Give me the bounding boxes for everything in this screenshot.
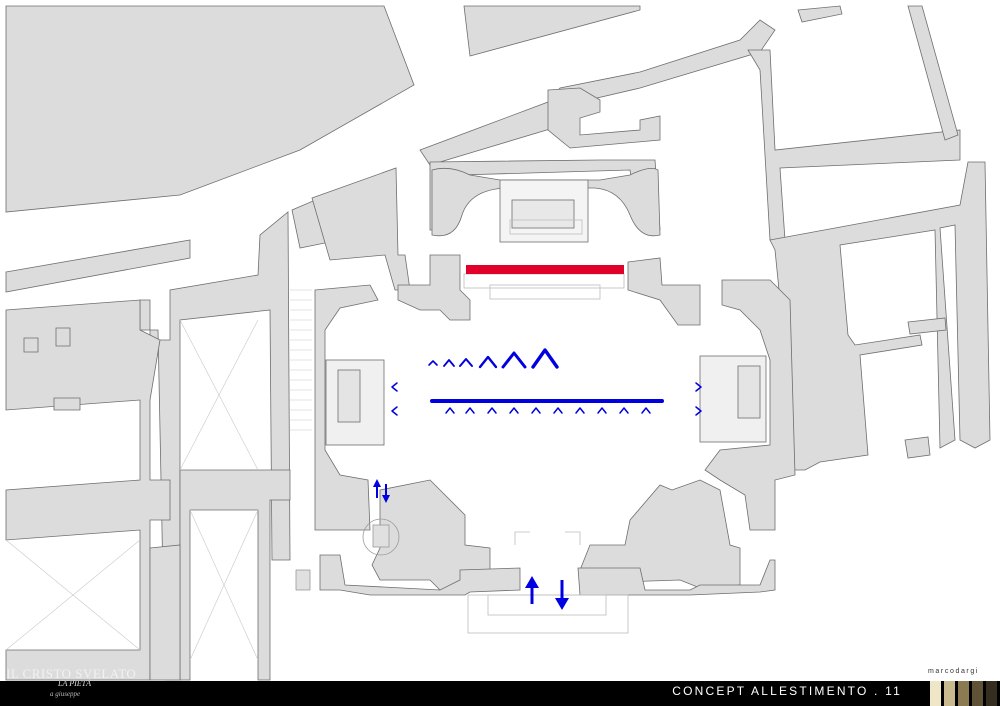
studio-name: marcodargi [928, 668, 980, 675]
chevron-up-icon [575, 407, 585, 414]
swatch [944, 681, 955, 706]
pier-ne [627, 257, 701, 326]
swatch [986, 681, 997, 706]
entrance-steps [463, 219, 629, 634]
chevron-up-icon [459, 358, 473, 367]
west-piers [23, 337, 39, 353]
chevron-up-icon [501, 351, 527, 369]
chevron-up-icon [553, 407, 563, 414]
chevron-right-icon [695, 382, 702, 392]
chevron-up-icon [465, 407, 475, 414]
south-wall [179, 469, 291, 681]
chevron-left-icon [391, 406, 398, 416]
chevron-up-icon [619, 407, 629, 414]
display-bar-red [466, 265, 624, 274]
chevron-right-icon [695, 406, 702, 416]
block-northwest [5, 5, 415, 213]
east-room-small [904, 436, 931, 459]
west-pier-3 [53, 397, 81, 411]
arrow-up-icon [373, 479, 381, 487]
pier-nw [397, 254, 471, 321]
vault-lines [5, 319, 259, 661]
facade-east [577, 559, 776, 596]
chevron-up-icon [597, 407, 607, 414]
logo-title: IL CRISTO SVELATO [6, 666, 137, 681]
arrow-down-icon [555, 598, 569, 610]
chevron-up-icon [641, 407, 651, 414]
west-rooms [5, 299, 171, 681]
east-room-bar [907, 317, 947, 335]
block-east-frame [907, 5, 959, 141]
chevron-up-icon [478, 355, 498, 369]
chevron-up-icon [531, 407, 541, 414]
chevron-up-icon [531, 348, 559, 369]
document-title: CONCEPT ALLESTIMENTO . 11 [672, 684, 902, 698]
surrounding-buildings [5, 5, 991, 681]
statue-circle [362, 518, 400, 556]
apse [431, 167, 661, 237]
statue-symbols [295, 518, 400, 591]
nave-west-wall [314, 284, 379, 531]
north-rooms [547, 87, 661, 149]
swatch [930, 681, 941, 706]
swatch [972, 681, 983, 706]
chevron-up-icon [428, 360, 438, 366]
church-walls [314, 167, 796, 596]
side-building [311, 167, 411, 291]
chapel-east-altar [737, 365, 761, 419]
chevron-up-icon [445, 407, 455, 414]
chevron-up-icon [487, 407, 497, 414]
nave-east-wall [704, 279, 796, 531]
chevron-up-icon [509, 407, 519, 414]
footer-bar [0, 681, 1000, 706]
facade-west [319, 554, 521, 596]
chapel-west-altar [337, 369, 361, 423]
block-east-top [747, 49, 961, 241]
street-strip [5, 239, 191, 293]
stair-hatch [290, 289, 312, 431]
logo-subtitle: LA PIETÀ [58, 679, 91, 688]
west-pier-2 [55, 327, 71, 347]
flow-markers [391, 348, 702, 416]
color-swatches [930, 681, 997, 706]
altar [511, 199, 575, 229]
arrow-up-icon [525, 576, 539, 588]
flow-arrows [373, 479, 569, 610]
chevron-left-icon [391, 382, 398, 392]
southwest-wall [149, 544, 181, 681]
east-courtyard [769, 161, 991, 471]
arrow-down-icon [382, 495, 390, 503]
block-east-corner [797, 5, 843, 23]
red-display-bar [466, 265, 624, 274]
chevron-up-icon [443, 359, 455, 367]
logo-signature: a giuseppe [50, 690, 81, 698]
block-north [463, 5, 641, 57]
swatch [958, 681, 969, 706]
